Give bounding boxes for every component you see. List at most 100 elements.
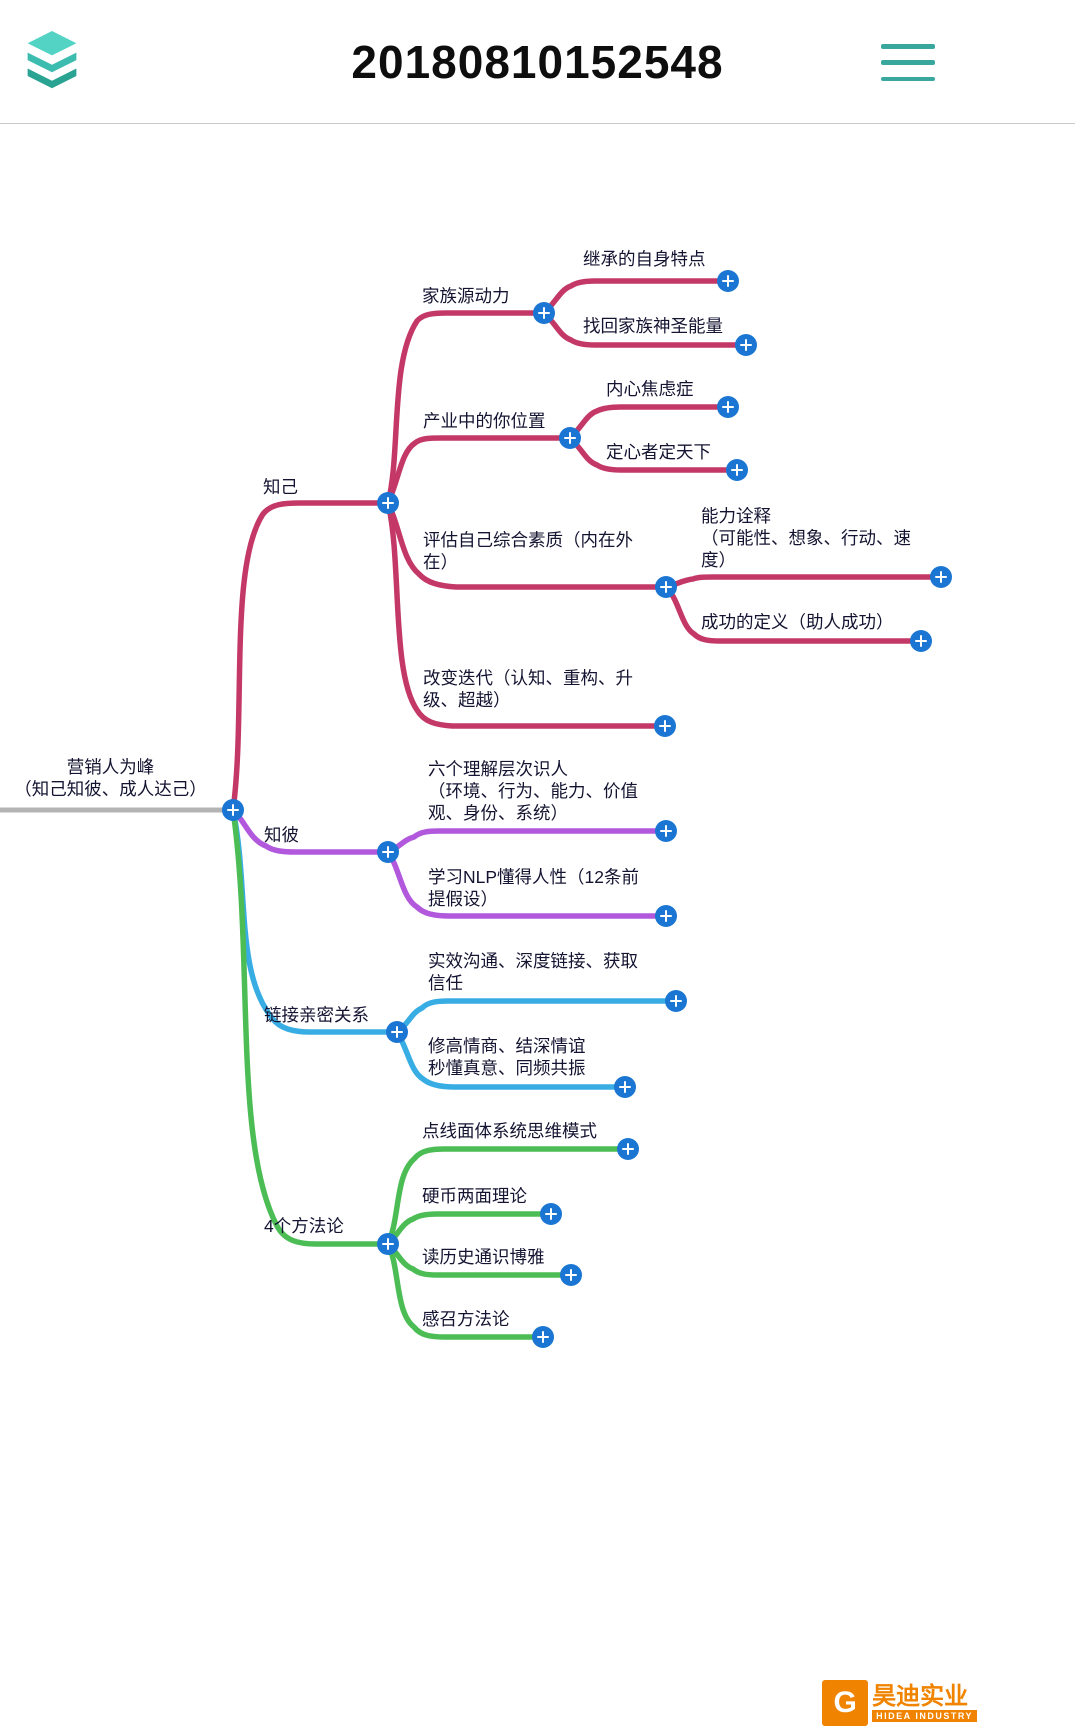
plus-icon	[726, 459, 748, 481]
plus-icon	[533, 302, 555, 324]
node-plus-button[interactable]	[560, 1264, 582, 1286]
plus-icon	[614, 1076, 636, 1098]
node-plus-button[interactable]	[540, 1203, 562, 1225]
node-plus-button[interactable]	[386, 1021, 408, 1043]
node-root[interactable]: 营销人为峰 （知己知彼、成人达己）	[14, 757, 207, 799]
plus-icon	[532, 1326, 554, 1348]
branch-curve	[230, 807, 391, 855]
menu-bar	[881, 60, 935, 65]
plus-icon	[377, 492, 399, 514]
node-plus-button[interactable]	[377, 1233, 399, 1255]
node-chenggong[interactable]: 成功的定义（助人成功）	[701, 612, 894, 632]
plus-icon	[665, 990, 687, 1012]
node-dianxianmian[interactable]: 点线面体系统思维模式	[422, 1121, 597, 1141]
node-pinggu[interactable]: 评估自己综合素质（内在外 在）	[423, 530, 633, 572]
plus-icon	[717, 270, 739, 292]
branch-curve	[541, 310, 749, 348]
branch-curve	[385, 500, 669, 590]
plus-icon	[717, 396, 739, 418]
branch-curve	[385, 500, 668, 729]
plus-icon	[930, 566, 952, 588]
branch-curve	[385, 849, 669, 919]
node-liuge[interactable]: 六个理解层次识人 （环境、行为、能力、价值 观、身份、系统）	[428, 759, 638, 823]
watermark-logo-icon: G	[822, 1680, 869, 1726]
branch-curve	[567, 404, 731, 441]
page-title: 20180810152548	[351, 35, 724, 88]
branch-curve	[385, 435, 573, 506]
node-plus-button[interactable]	[930, 566, 952, 588]
node-plus-button[interactable]	[559, 427, 581, 449]
node-plus-button[interactable]	[717, 270, 739, 292]
branch-curve	[394, 998, 679, 1035]
branch-curve	[385, 828, 669, 855]
plus-icon	[377, 1233, 399, 1255]
plus-icon	[735, 334, 757, 356]
branch-curve	[541, 278, 731, 316]
layers-icon[interactable]	[22, 28, 82, 94]
node-plus-button[interactable]	[655, 905, 677, 927]
plus-icon	[386, 1021, 408, 1043]
node-dushi[interactable]: 读历史通识博雅	[422, 1247, 545, 1267]
node-chanye[interactable]: 产业中的你位置	[423, 411, 546, 431]
node-xuexi-nlp[interactable]: 学习NLP懂得人性（12条前 提假设）	[428, 867, 640, 909]
node-plus-button[interactable]	[655, 576, 677, 598]
node-plus-button[interactable]	[654, 715, 676, 737]
node-plus-button[interactable]	[377, 492, 399, 514]
plus-icon	[910, 630, 932, 652]
branch-curve	[567, 435, 740, 473]
node-plus-button[interactable]	[655, 820, 677, 842]
node-plus-button[interactable]	[717, 396, 739, 418]
plus-icon	[560, 1264, 582, 1286]
node-neixin[interactable]: 内心焦虑症	[606, 379, 694, 399]
node-plus-button[interactable]	[377, 841, 399, 863]
branch-curve	[230, 807, 391, 1247]
node-lianjie[interactable]: 链接亲密关系	[264, 1005, 369, 1025]
node-yingbi[interactable]: 硬币两面理论	[422, 1186, 527, 1206]
menu-icon[interactable]	[881, 44, 935, 81]
branch-curve	[385, 1211, 554, 1247]
node-plus-button[interactable]	[222, 799, 244, 821]
node-zhaohui[interactable]: 找回家族神圣能量	[583, 316, 723, 336]
node-jicheng[interactable]: 继承的自身特点	[583, 249, 706, 269]
plus-icon	[222, 799, 244, 821]
watermark: G 昊迪实业 HIDEA INDUSTRY	[822, 1680, 977, 1726]
node-plus-button[interactable]	[614, 1076, 636, 1098]
plus-icon	[655, 576, 677, 598]
node-zhiji[interactable]: 知己	[263, 477, 298, 497]
watermark-subtitle: HIDEA INDUSTRY	[872, 1710, 977, 1722]
branch-curve	[663, 574, 944, 590]
node-plus-button[interactable]	[735, 334, 757, 356]
node-shixiao[interactable]: 实效沟通、深度链接、获取 信任	[428, 951, 638, 993]
plus-icon	[655, 820, 677, 842]
menu-bar	[881, 76, 935, 81]
plus-icon	[654, 715, 676, 737]
node-nengli[interactable]: 能力诠释 （可能性、想象、行动、速 度）	[701, 506, 911, 570]
branch-curve	[385, 1241, 574, 1278]
node-plus-button[interactable]	[910, 630, 932, 652]
node-dingxin[interactable]: 定心者定天下	[606, 442, 711, 462]
plus-icon	[655, 905, 677, 927]
branch-curve	[230, 500, 391, 813]
branch-curve	[385, 1146, 631, 1247]
node-jiazu[interactable]: 家族源动力	[422, 286, 510, 306]
plus-icon	[617, 1138, 639, 1160]
node-plus-button[interactable]	[533, 302, 555, 324]
branch-curve	[663, 584, 924, 644]
node-ganzhao[interactable]: 感召方法论	[422, 1309, 510, 1329]
branch-curve	[385, 1241, 546, 1340]
plus-icon	[540, 1203, 562, 1225]
node-plus-button[interactable]	[726, 459, 748, 481]
node-zhibi[interactable]: 知彼	[264, 825, 299, 845]
node-plus-button[interactable]	[532, 1326, 554, 1348]
node-fangfalun[interactable]: 4个方法论	[264, 1216, 344, 1236]
node-xiugao[interactable]: 修高情商、结深情谊 秒懂真意、同频共振	[428, 1036, 586, 1078]
plus-icon	[377, 841, 399, 863]
menu-bar	[881, 44, 935, 49]
node-plus-button[interactable]	[665, 990, 687, 1012]
branch-curve	[394, 1029, 628, 1090]
node-gaibian[interactable]: 改变迭代（认知、重构、升 级、超越）	[423, 668, 633, 710]
watermark-brand: 昊迪实业	[872, 1683, 969, 1710]
app-header: 20180810152548	[0, 0, 1075, 124]
node-plus-button[interactable]	[617, 1138, 639, 1160]
